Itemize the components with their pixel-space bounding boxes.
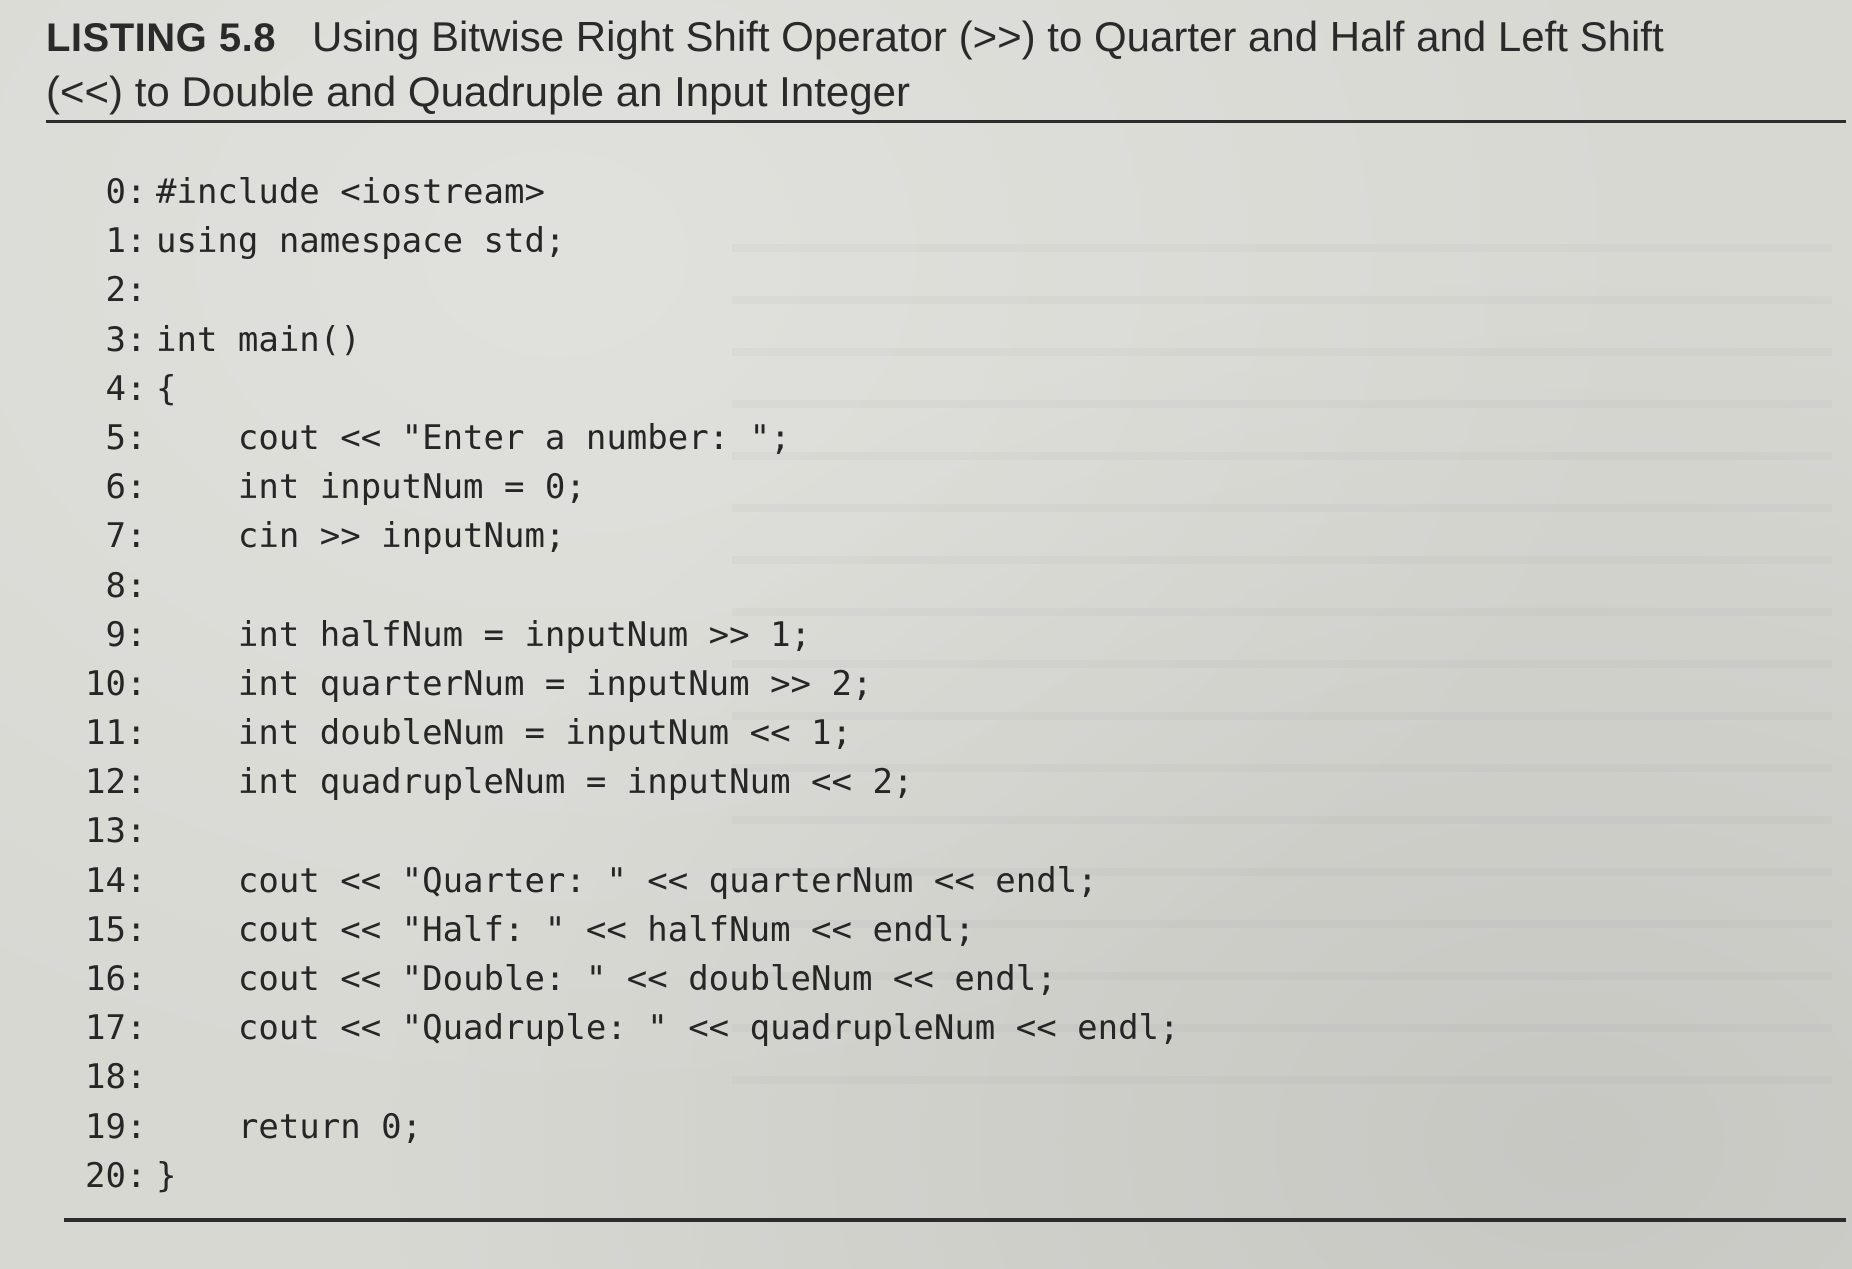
code-line: 20:} (58, 1152, 1180, 1201)
footer-rule (64, 1218, 1846, 1222)
line-colon: : (126, 860, 147, 901)
code-line: 2: (58, 266, 1180, 315)
line-code: int quadrupleNum = inputNum << 2; (156, 762, 914, 803)
code-line: 1:using namespace std; (58, 217, 1180, 266)
line-number: 18 (85, 1057, 126, 1098)
line-code: int inputNum = 0; (156, 467, 586, 508)
line-number: 13 (85, 811, 126, 852)
line-number: 7 (105, 516, 126, 557)
line-colon: : (126, 1106, 147, 1147)
listing-label: LISTING 5.8 (46, 16, 276, 60)
code-line: 4:{ (58, 365, 1180, 414)
line-colon: : (126, 417, 147, 458)
code-line: 18: (58, 1053, 1180, 1102)
code-listing: 0:#include <iostream>1:using namespace s… (58, 168, 1180, 1201)
line-colon: : (126, 713, 147, 754)
code-line: 19: return 0; (58, 1103, 1180, 1152)
line-code: { (156, 368, 177, 409)
line-code: return 0; (156, 1106, 423, 1147)
line-number: 16 (85, 959, 126, 999)
code-line: 7: cin >> inputNum; (58, 512, 1180, 561)
line-code: } (156, 1155, 177, 1196)
line-colon: : (126, 368, 147, 409)
line-colon: : (126, 565, 147, 606)
code-line: 17: cout << "Quadruple: " << quadrupleNu… (58, 1004, 1180, 1053)
line-code: int doubleNum = inputNum << 1; (156, 713, 852, 754)
listing-header: LISTING 5.8 Using Bitwise Right Shift Ope… (46, 10, 1846, 119)
code-line: 16: cout << "Double: " << doubleNum << e… (58, 955, 1180, 1004)
line-code: cout << "Quadruple: " << quadrupleNum <<… (156, 1008, 1180, 1049)
code-line: 15: cout << "Half: " << halfNum << endl; (58, 906, 1180, 955)
line-code: int halfNum = inputNum >> 1; (156, 614, 812, 655)
line-number: 6 (105, 467, 126, 508)
code-line: 6: int inputNum = 0; (58, 463, 1180, 512)
line-colon: : (126, 221, 147, 262)
line-colon: : (126, 762, 147, 803)
line-code: #include <iostream> (156, 172, 545, 212)
line-colon: : (126, 909, 147, 950)
line-number: 15 (85, 909, 126, 950)
line-colon: : (126, 959, 147, 999)
line-number: 8 (105, 565, 126, 606)
line-code: cin >> inputNum; (156, 516, 566, 557)
code-line: 11: int doubleNum = inputNum << 1; (58, 709, 1180, 758)
listing-title-line-1: LISTING 5.8 Using Bitwise Right Shift Ope… (46, 10, 1846, 65)
code-line: 14: cout << "Quarter: " << quarterNum <<… (58, 857, 1180, 906)
line-number: 0 (105, 172, 126, 212)
line-colon: : (126, 516, 147, 557)
line-code: cout << "Enter a number: "; (156, 417, 791, 458)
line-number: 17 (85, 1008, 126, 1049)
code-line: 3:int main() (58, 316, 1180, 365)
listing-title-line-2: (<<) to Double and Quadruple an Input In… (46, 68, 910, 115)
line-number: 20 (85, 1155, 126, 1196)
line-code: cout << "Double: " << doubleNum << endl; (156, 959, 1057, 999)
line-number: 12 (85, 762, 126, 803)
line-colon: : (126, 1008, 147, 1049)
header-rule (46, 120, 1846, 123)
line-code: int main() (156, 319, 361, 360)
line-colon: : (126, 172, 147, 212)
line-colon: : (126, 614, 147, 655)
code-line: 12: int quadrupleNum = inputNum << 2; (58, 758, 1180, 807)
line-number: 10 (85, 663, 126, 704)
line-number: 3 (105, 319, 126, 360)
line-colon: : (126, 270, 147, 311)
line-code: cout << "Quarter: " << quarterNum << end… (156, 860, 1098, 901)
line-colon: : (126, 1155, 147, 1196)
line-number: 2 (105, 270, 126, 311)
line-colon: : (126, 467, 147, 508)
code-line: 0:#include <iostream> (58, 168, 1180, 217)
line-colon: : (126, 1057, 147, 1098)
line-colon: : (126, 663, 147, 704)
code-line: 8: (58, 562, 1180, 611)
code-line: 5: cout << "Enter a number: "; (58, 414, 1180, 463)
listing-title-text-1: Using Bitwise Right Shift Operator (>>) … (312, 13, 1664, 60)
line-code: int quarterNum = inputNum >> 2; (156, 663, 873, 704)
line-number: 14 (85, 860, 126, 901)
line-number: 4 (105, 368, 126, 409)
code-line: 10: int quarterNum = inputNum >> 2; (58, 660, 1180, 709)
line-code: cout << "Half: " << halfNum << endl; (156, 909, 975, 950)
line-colon: : (126, 319, 147, 360)
code-line: 13: (58, 807, 1180, 856)
line-colon: : (126, 811, 147, 852)
line-number: 9 (105, 614, 126, 655)
line-number: 19 (85, 1106, 126, 1147)
line-code: using namespace std; (156, 221, 566, 262)
code-line: 9: int halfNum = inputNum >> 1; (58, 611, 1180, 660)
line-number: 5 (105, 417, 126, 458)
line-number: 11 (85, 713, 126, 754)
line-number: 1 (105, 221, 126, 262)
